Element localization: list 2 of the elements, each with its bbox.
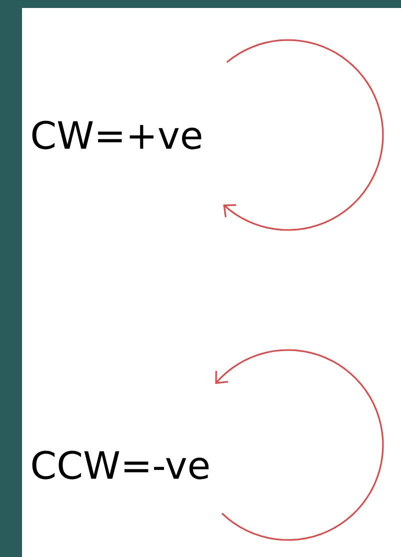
rotation-label: CW=+ve	[32, 120, 202, 150]
rotation-label: CCW=-ve	[32, 450, 209, 480]
